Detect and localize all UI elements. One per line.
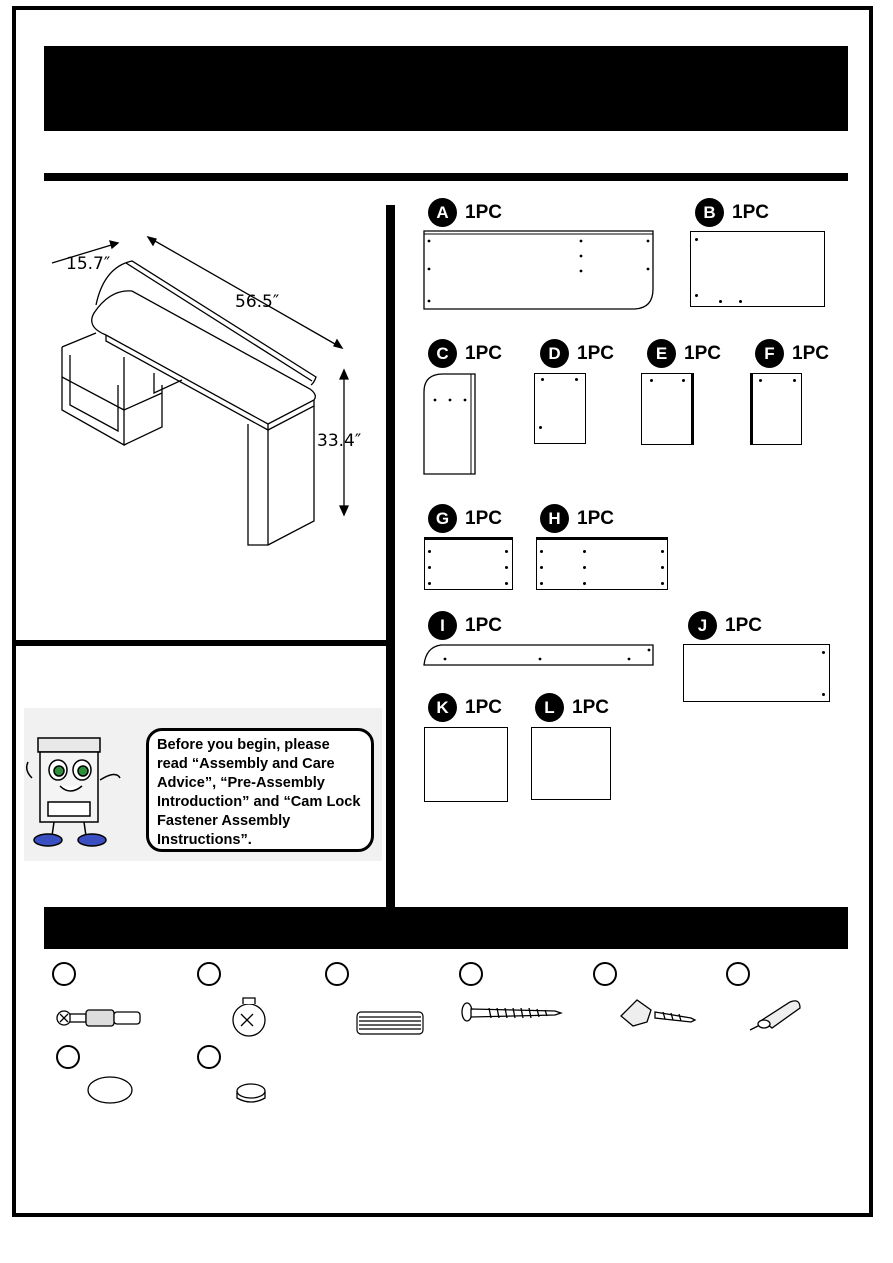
part-letter-badge: A <box>428 198 457 227</box>
hardware-item <box>56 1045 133 1104</box>
width-label: 56.5″ <box>235 292 279 312</box>
oval-pad-icon <box>87 1076 133 1104</box>
hardware-label-circle <box>52 962 76 986</box>
hardware-label-circle <box>325 962 349 986</box>
part-h-panel <box>536 537 668 590</box>
part-qty: 1PC <box>465 342 502 364</box>
hardware-bar <box>44 907 848 949</box>
part-d-panel <box>534 373 586 444</box>
part-letter-badge: C <box>428 339 457 368</box>
part-qty: 1PC <box>684 342 721 364</box>
hardware-item <box>197 962 266 1037</box>
part-l-panel <box>531 727 611 800</box>
part-a-panel <box>423 230 654 310</box>
part-qty: 1PC <box>577 507 614 529</box>
hardware-item <box>593 962 697 1027</box>
part-qty: 1PC <box>465 696 502 718</box>
hardware-label-circle <box>197 1045 221 1069</box>
long-screw-icon <box>461 1002 563 1022</box>
hardware-item <box>197 1045 266 1103</box>
cam-lock-icon <box>232 997 266 1037</box>
cam-bolt-icon <box>56 1009 141 1027</box>
part-i-panel <box>423 644 654 666</box>
part-qty: 1PC <box>732 201 769 223</box>
part-c-panel <box>423 373 476 475</box>
title-bar <box>44 46 848 131</box>
part-letter-badge: D <box>540 339 569 368</box>
part-letter-badge: F <box>755 339 784 368</box>
hardware-item <box>325 962 424 1035</box>
part-qty: 1PC <box>725 614 762 636</box>
hardware-label-circle <box>459 962 483 986</box>
tip-bubble: Before you begin, please read “Assembly … <box>146 728 374 852</box>
hardware-item <box>726 962 801 1031</box>
page-frame <box>12 6 873 1217</box>
left-divider <box>14 640 388 646</box>
part-letter-badge: B <box>695 198 724 227</box>
part-letter-badge: H <box>540 504 569 533</box>
wood-dowel-icon <box>356 1011 424 1035</box>
part-k-panel <box>424 727 508 802</box>
part-qty: 1PC <box>792 342 829 364</box>
height-label: 33.4″ <box>317 431 361 451</box>
part-qty: 1PC <box>465 614 502 636</box>
hardware-label-circle <box>593 962 617 986</box>
tip-text: Before you begin, please read “Assembly … <box>157 737 361 848</box>
part-letter-badge: G <box>428 504 457 533</box>
part-j-panel <box>683 644 830 702</box>
part-qty: 1PC <box>577 342 614 364</box>
column-divider <box>386 205 395 910</box>
hardware-item <box>459 962 563 1022</box>
part-qty: 1PC <box>465 201 502 223</box>
part-f-panel <box>750 373 802 445</box>
section-rule <box>44 173 848 181</box>
bracket-screw-icon <box>620 999 697 1027</box>
hardware-label-circle <box>197 962 221 986</box>
part-letter-badge: L <box>535 693 564 722</box>
part-g-panel <box>424 537 513 590</box>
part-e-panel <box>641 373 694 445</box>
hardware-label-circle <box>726 962 750 986</box>
part-letter-badge: E <box>647 339 676 368</box>
mascot-icon <box>25 737 121 847</box>
part-letter-badge: J <box>688 611 717 640</box>
depth-label: 15.7″ <box>66 254 110 274</box>
part-letter-badge: I <box>428 611 457 640</box>
round-pad-icon <box>236 1083 266 1103</box>
hardware-label-circle <box>56 1045 80 1069</box>
shelf-pin-icon <box>749 1000 801 1031</box>
part-qty: 1PC <box>572 696 609 718</box>
hardware-item <box>52 962 141 1027</box>
part-b-panel <box>690 231 825 307</box>
part-qty: 1PC <box>465 507 502 529</box>
part-letter-badge: K <box>428 693 457 722</box>
